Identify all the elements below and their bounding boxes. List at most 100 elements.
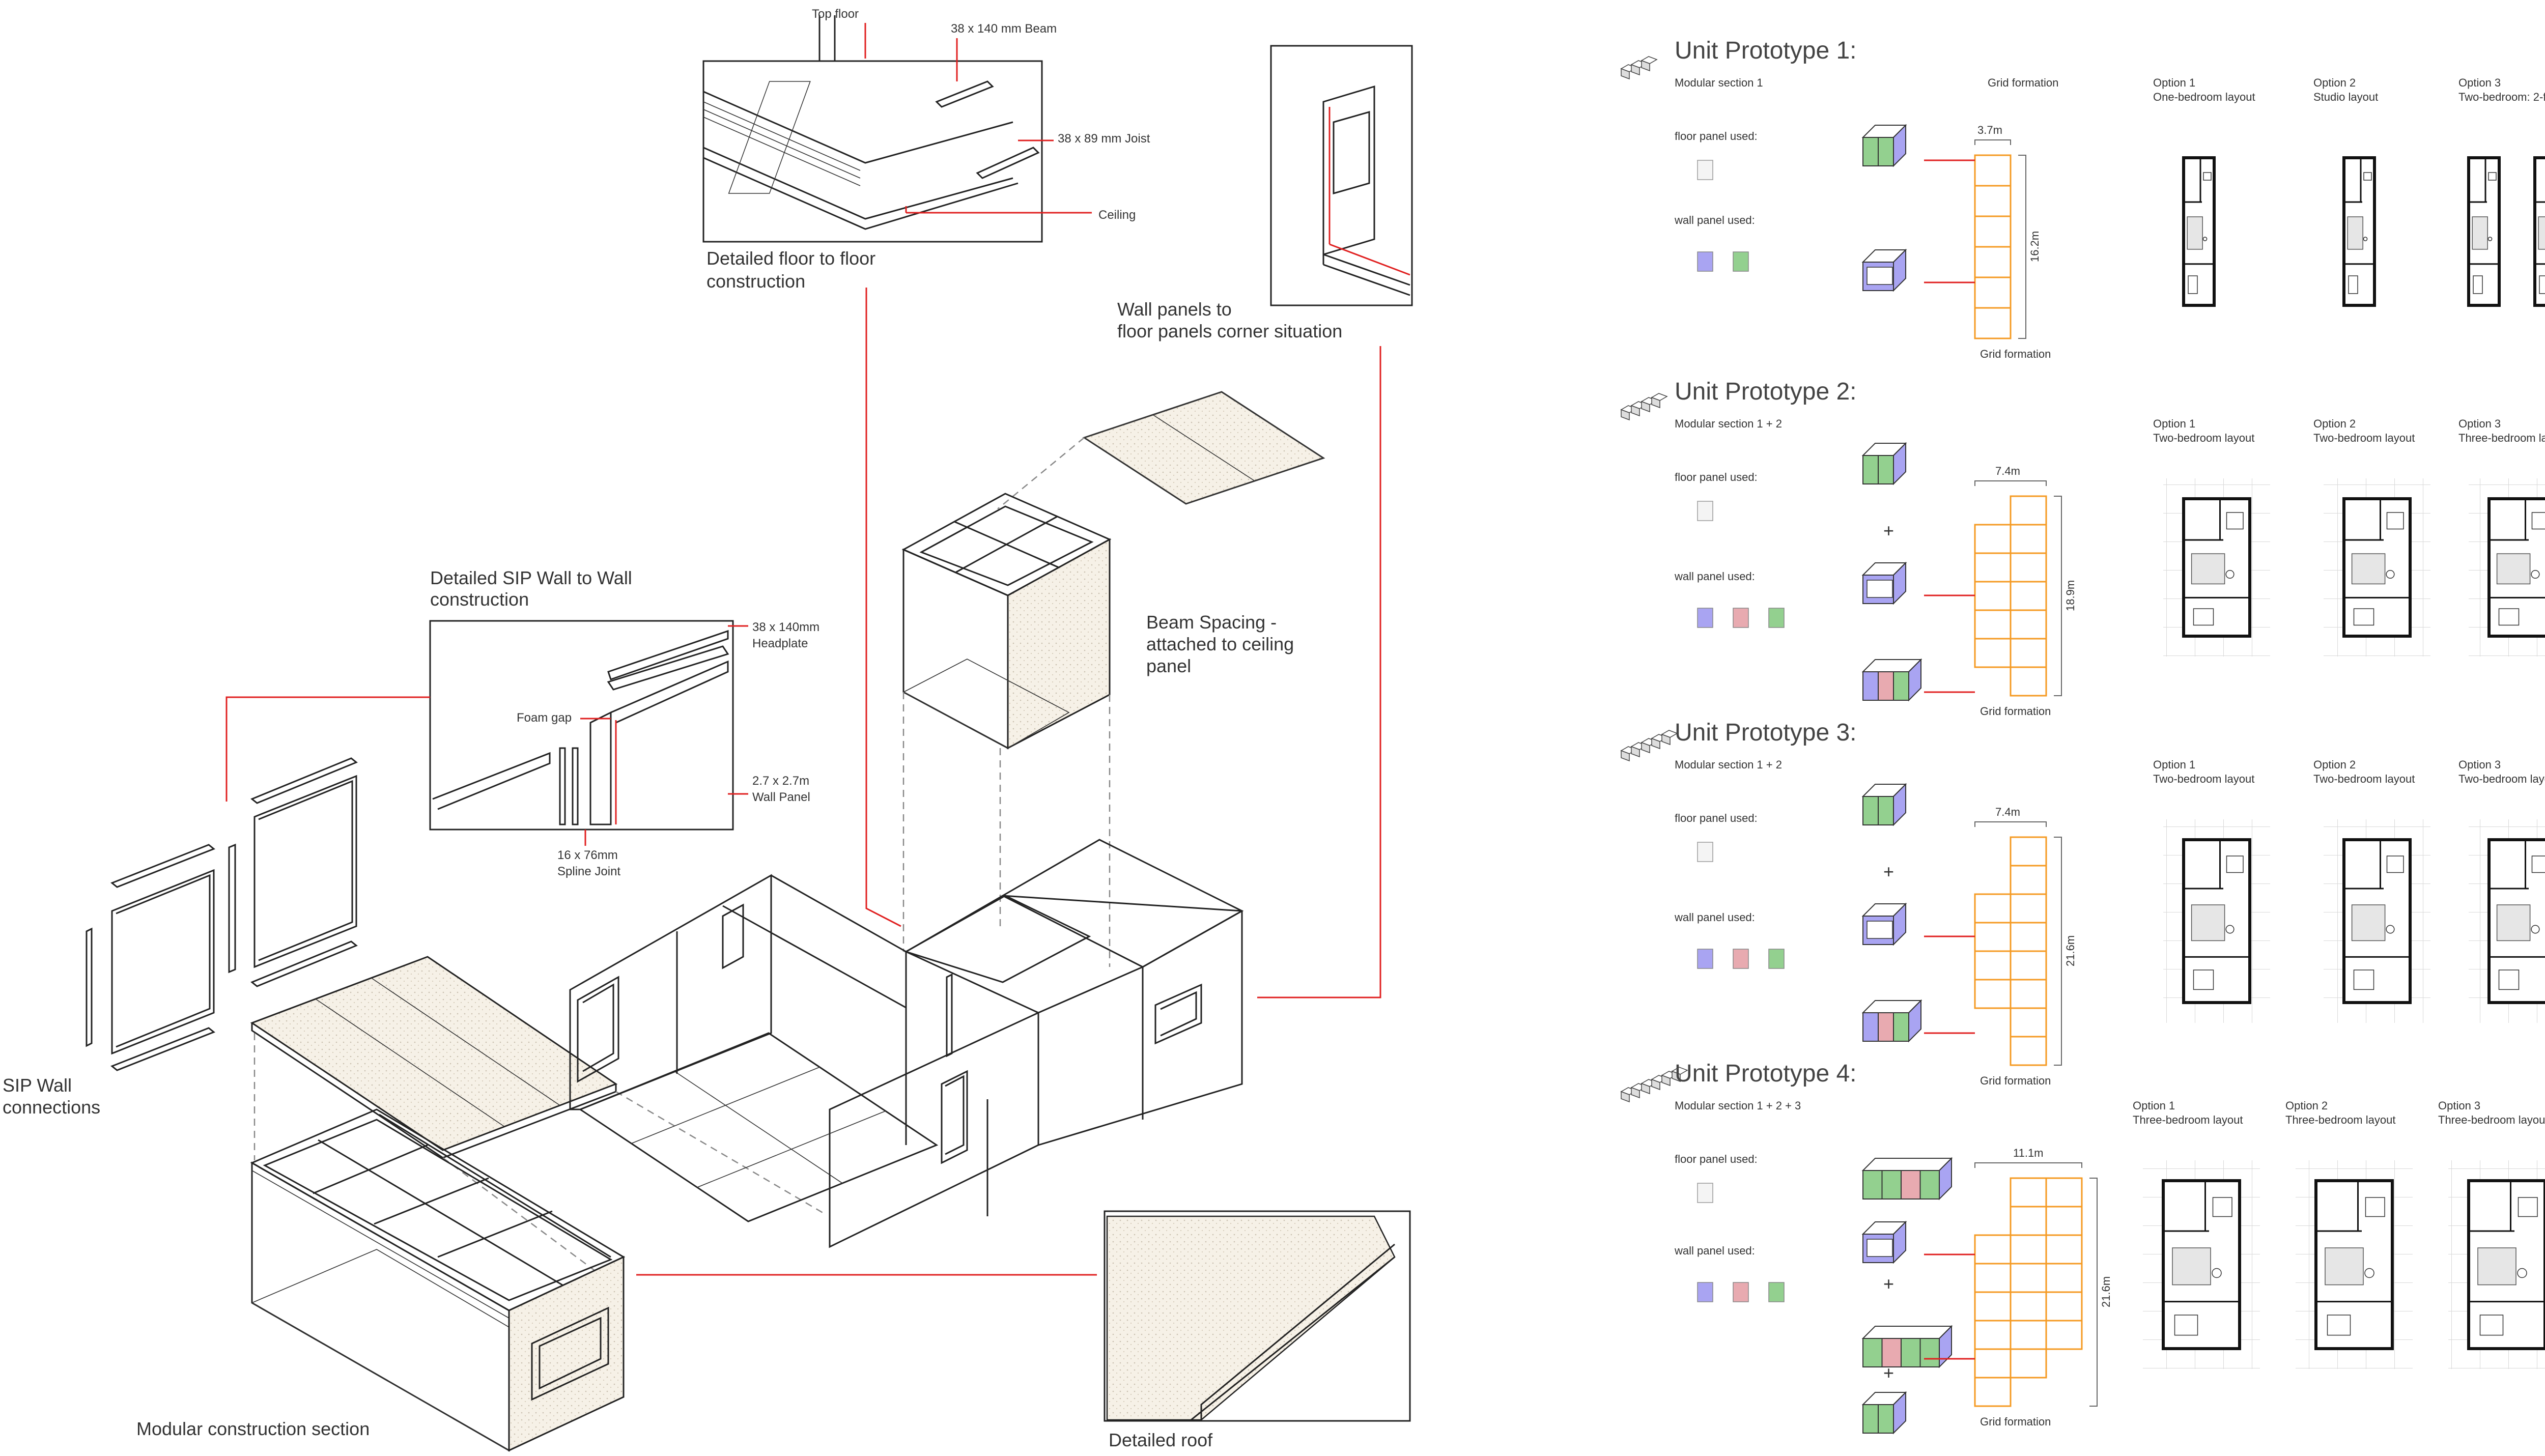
option-layout-label: Two-bedroom layout (2153, 432, 2254, 444)
option-layout-label: Two-bedroom layout (2458, 773, 2545, 785)
module-block (1861, 999, 1922, 1043)
module-block (1861, 442, 1907, 486)
grid-width-label: 7.4m (1995, 806, 2020, 818)
block-connectors (1924, 159, 1975, 283)
prototype-title: Unit Prototype 4: (1675, 1060, 1857, 1087)
option-label: Option 3 (2458, 758, 2501, 771)
ceiling-leader (905, 206, 1092, 214)
grid-stack (1974, 154, 2012, 339)
block-connectors (1924, 594, 1975, 693)
roof-label: Detailed roof (1109, 1430, 1213, 1450)
grid-formation-label: Grid formation (1980, 1074, 2051, 1087)
wall-panel-swatch (1733, 1282, 1749, 1302)
floor-plan (2448, 1160, 2545, 1369)
wall-panel-used-label: wall panel used: (1674, 214, 1755, 226)
module-block (1861, 124, 1907, 167)
option-label: Option 2 (2313, 758, 2356, 771)
floor-panel-swatch (1697, 842, 1713, 862)
plus-sign: + (1883, 1362, 1894, 1383)
option-layout-label: One-bedroom layout (2153, 91, 2255, 103)
grid-formation-top-label: Grid formation (1988, 76, 2058, 89)
grid-stack (1974, 495, 2047, 697)
module-block (1861, 902, 1907, 946)
grid-formation-label: Grid formation (1980, 1415, 2051, 1428)
floor-detail-arrow (865, 288, 901, 927)
module-block (1861, 658, 1922, 702)
floor-plan (2469, 478, 2545, 656)
wall-panel-swatch (1768, 949, 1785, 969)
prototype-icon (1620, 56, 1658, 80)
option-layout-label: Two-bedroom: 2-floors layout (2458, 91, 2545, 103)
prototype-title: Unit Prototype 1: (1675, 37, 1857, 64)
floor-plan (2342, 156, 2376, 307)
wall-panel-used-label: wall panel used: (1674, 1244, 1755, 1257)
floor-panel-swatch (1697, 160, 1713, 180)
modular-section-label: Modular section 1 + 2 (1675, 417, 1782, 430)
grid-width-label: 7.4m (1995, 465, 2020, 477)
ceiling-module (901, 493, 1112, 750)
module-block (1861, 1220, 1907, 1264)
block-connectors (1924, 1253, 1975, 1360)
module-block (1861, 783, 1907, 826)
modular-section-label: Modular section 1 (1675, 76, 1763, 89)
wall-panel-swatch (1697, 608, 1713, 628)
floor-plan (2324, 819, 2430, 1023)
floor-panel-used-label: floor panel used: (1675, 812, 1758, 824)
option-label: Option 3 (2458, 76, 2501, 89)
prototype-title: Unit Prototype 2: (1675, 378, 1857, 405)
sip-wall-panels (86, 757, 358, 1071)
module-block (1861, 1157, 1953, 1201)
headplate-label-1: 38 x 140mm (752, 620, 819, 634)
corner-detail-arrow (1257, 346, 1381, 998)
wall-panel-swatch (1697, 949, 1713, 969)
top-floor-label: Top floor (812, 7, 859, 21)
grid-formation-label: Grid formation (1980, 348, 2051, 360)
option-label: Option 2 (2285, 1099, 2328, 1112)
grid-stack (1974, 836, 2047, 1066)
option-layout-label: Three-bedroom layout (2285, 1114, 2395, 1126)
option-label: Option 2 (2313, 417, 2356, 430)
floor-panel-strip (250, 956, 618, 1159)
option-label: Option 1 (2153, 758, 2195, 771)
floor-plan (2324, 478, 2430, 656)
corner-title-1: Wall panels to (1117, 299, 1232, 320)
sip-connections-label-2: connections (3, 1097, 100, 1118)
wall-panel-used-label: wall panel used: (1674, 570, 1755, 583)
corner-title-2: floor panels corner situation (1117, 321, 1342, 341)
wall-panel-swatch (1697, 251, 1713, 272)
ceiling-label: Ceiling (1098, 208, 1136, 222)
floor-plan (2467, 156, 2501, 307)
floor-panel-used-label: floor panel used: (1675, 471, 1758, 483)
option-layout-label: Three-bedroom layout (2438, 1114, 2545, 1126)
option-label: Option 1 (2153, 417, 2195, 430)
floor-plan (2296, 1160, 2413, 1369)
wall-panel-swatch (1768, 608, 1785, 628)
corner-detail (1270, 45, 1413, 306)
sip-detail (429, 620, 734, 831)
modular-section (250, 1108, 626, 1452)
floor-panel-swatch (1697, 1183, 1713, 1203)
wall-panel-swatch (1768, 1282, 1785, 1302)
grid-width-label: 11.1m (2013, 1147, 2044, 1159)
option-layout-label: Three-bedroom layout (2133, 1114, 2243, 1126)
grid-formation-label: Grid formation (1980, 705, 2051, 718)
sip-detail-title-2: construction (430, 589, 529, 610)
module-block (1861, 561, 1907, 605)
plus-sign: + (1883, 1273, 1894, 1294)
prototype-icon (1620, 393, 1668, 421)
floor-plan (2163, 819, 2270, 1023)
floor-to-floor-title-2: construction (706, 271, 805, 292)
option-layout-label: Three-bedroom layout (2458, 432, 2545, 444)
floor-to-floor-detail (702, 15, 1043, 243)
option-label: Option 3 (2458, 417, 2501, 430)
module-block (1861, 1391, 1907, 1435)
floor-to-floor-title-1: Detailed floor to floor (706, 248, 875, 269)
wall-panel-label-2: Wall Panel (752, 790, 810, 804)
block-connectors (1924, 935, 1975, 1034)
wall-panel-swatch (1697, 1282, 1713, 1302)
option-label: Option 2 (2313, 76, 2356, 89)
grid-height-label: 18.9m (2064, 580, 2077, 611)
option-label: Option 1 (2153, 76, 2195, 89)
headplate (607, 645, 729, 691)
